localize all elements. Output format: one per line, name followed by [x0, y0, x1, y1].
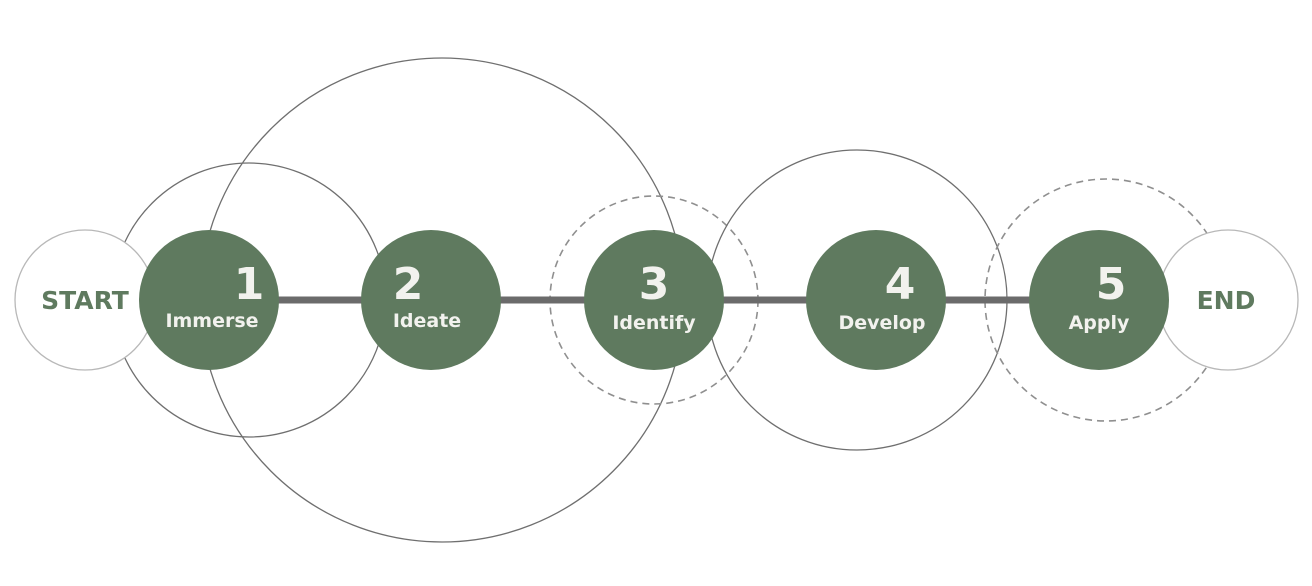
step-disc	[1029, 230, 1169, 370]
step-label: Apply	[1069, 312, 1130, 334]
step-number: 4	[885, 259, 916, 310]
step-node-identify: 3 Identify	[584, 230, 724, 370]
step-disc	[584, 230, 724, 370]
step-disc	[361, 230, 501, 370]
step-label: Ideate	[393, 310, 461, 332]
step-node-apply: 5 Apply	[1029, 230, 1169, 370]
start-node: START	[14, 229, 156, 371]
end-node: END	[1157, 229, 1299, 371]
step-number: 1	[234, 259, 265, 310]
end-label: END	[1197, 286, 1256, 315]
step-label: Identify	[612, 312, 696, 334]
step-label: Immerse	[165, 310, 258, 332]
step-number: 2	[393, 259, 424, 310]
step-label: Develop	[838, 312, 925, 334]
step-number: 3	[639, 259, 670, 310]
start-label: START	[41, 286, 129, 315]
step-node-immerse: 1 Immerse	[139, 230, 279, 370]
step-node-develop: 4 Develop	[806, 230, 946, 370]
step-number: 5	[1096, 259, 1127, 310]
step-disc	[139, 230, 279, 370]
step-disc	[806, 230, 946, 370]
step-node-ideate: 2 Ideate	[361, 230, 501, 370]
